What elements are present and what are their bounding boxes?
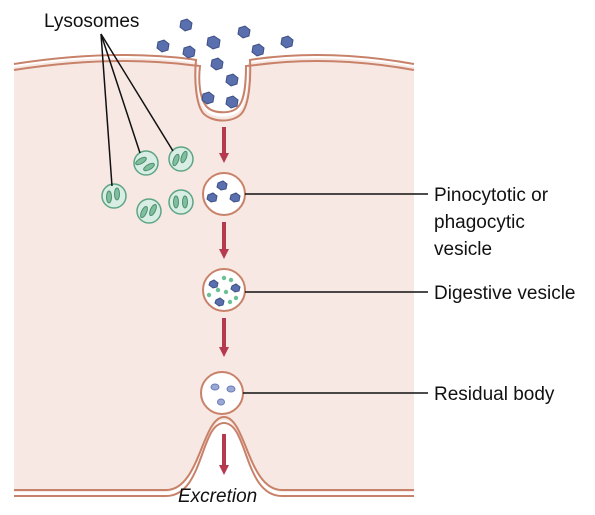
- excretion-label: Excretion: [178, 486, 257, 507]
- particle: [225, 95, 239, 109]
- vesicle-label-line1: Pinocytotic or: [434, 185, 549, 206]
- lysosome: [133, 150, 159, 176]
- top-membrane-outer: [13, 54, 415, 122]
- lysosome: [168, 146, 194, 172]
- particle: [237, 25, 251, 39]
- vesicle-label-line3: vesicle: [434, 239, 492, 260]
- lysosomes-label: Lysosomes: [44, 11, 139, 32]
- particle: [280, 35, 294, 49]
- particle: [179, 18, 193, 32]
- particle: [182, 45, 196, 59]
- label-leader-lines: [243, 193, 428, 394]
- particle: [201, 91, 215, 105]
- lysosome-leader-lines: [100, 33, 174, 187]
- digestive-vesicle: [202, 268, 246, 312]
- lysosome-group: [101, 146, 194, 224]
- particle: [251, 43, 265, 57]
- top-membrane-inner: [13, 60, 415, 114]
- lysosome: [101, 183, 127, 209]
- bottom-membrane-inner: [14, 415, 414, 491]
- particle: [210, 57, 224, 71]
- bottom-membrane-outer: [14, 421, 414, 497]
- particle: [225, 73, 239, 87]
- extracellular-particles: [156, 18, 294, 109]
- residual-body-label: Residual body: [434, 384, 555, 405]
- lysosome: [168, 189, 194, 215]
- residual-body: [200, 371, 244, 415]
- particle: [206, 35, 221, 50]
- digestive-vesicle-label: Digestive vesicle: [434, 283, 576, 304]
- pinocytotic-vesicle: [202, 172, 246, 216]
- lysosome: [136, 198, 162, 224]
- particle: [156, 39, 170, 53]
- vesicle-label-line2: phagocytic: [434, 212, 525, 233]
